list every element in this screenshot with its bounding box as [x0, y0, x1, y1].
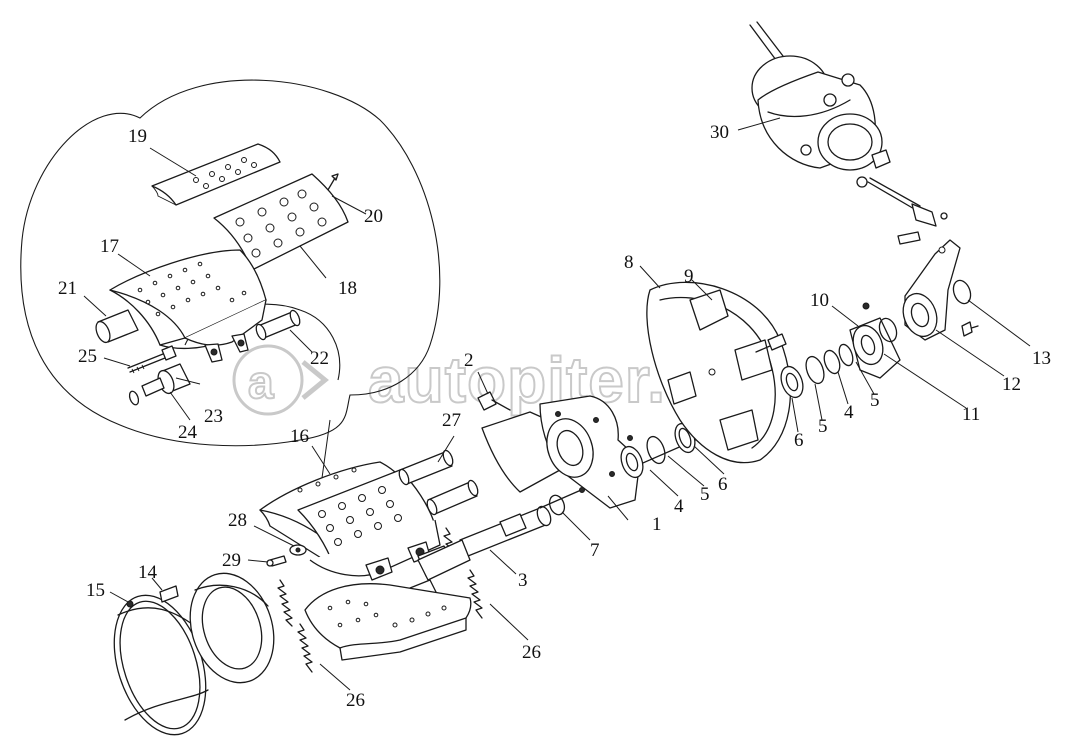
callout-12: 12 — [1002, 374, 1021, 395]
callout-3: 3 — [518, 570, 528, 591]
part-12-adjuster-arm — [902, 239, 979, 341]
pushrod-clevis — [867, 177, 948, 245]
callout-5b: 5 — [818, 416, 828, 437]
callout-18: 18 — [338, 278, 357, 299]
part-22-pin — [255, 309, 301, 341]
part-10-11-slack-adjuster — [849, 302, 901, 379]
callout-11: 11 — [962, 404, 980, 425]
part-7-o-ring — [548, 494, 566, 516]
part-19-lining-strip — [151, 143, 281, 206]
callout-13: 13 — [1032, 348, 1051, 369]
part-25-bolt — [127, 345, 177, 374]
callout-27: 27 — [442, 410, 461, 431]
part-23-roller — [141, 363, 191, 397]
callout-28: 28 — [228, 510, 247, 531]
callout-30: 30 — [710, 122, 729, 143]
part-28-29-fasteners — [266, 544, 307, 567]
callout-17: 17 — [100, 236, 119, 257]
part-21-roller — [95, 309, 139, 344]
right-seals — [755, 333, 854, 399]
callout-16: 16 — [290, 426, 309, 447]
callout-29: 29 — [222, 550, 241, 571]
callout-24: 24 — [178, 422, 198, 443]
callout-4b: 4 — [844, 402, 854, 423]
callout-22: 22 — [310, 348, 329, 369]
part-14-drum — [159, 572, 275, 684]
lower-brake-shoe — [304, 583, 472, 661]
part-24-washer — [128, 390, 140, 406]
callout-9: 9 — [684, 266, 694, 287]
callout-19: 19 — [128, 126, 147, 147]
callout-8: 8 — [624, 252, 634, 273]
part-17-brake-shoe-detail — [109, 249, 267, 363]
callout-10: 10 — [810, 290, 829, 311]
callout-14: 14 — [138, 562, 158, 583]
callout-7: 7 — [590, 540, 600, 561]
callout-26a: 26 — [522, 642, 541, 663]
part-1-bracket — [481, 395, 641, 509]
part-30-brake-chamber — [749, 21, 891, 188]
part-8-9-dust-shield — [646, 281, 792, 464]
callout-5a: 5 — [700, 484, 710, 505]
callout-23: 23 — [204, 406, 223, 427]
callout-21: 21 — [58, 278, 77, 299]
part-13-washer — [952, 279, 972, 305]
callout-25: 25 — [78, 346, 97, 367]
leader-lines — [83, 117, 1031, 691]
callout-6b: 6 — [794, 430, 804, 451]
part-2-bolt — [477, 391, 511, 411]
watermark-logo-letter: a — [248, 356, 275, 408]
callout-15: 15 — [86, 580, 105, 601]
callout-1: 1 — [652, 514, 662, 535]
callout-26b: 26 — [346, 690, 365, 711]
callout-labels: 1 2 3 4 4 5 5 5 6 6 7 8 9 10 11 12 13 14… — [58, 122, 1051, 711]
callout-20: 20 — [364, 206, 383, 227]
callout-6a: 6 — [718, 474, 728, 495]
callout-4a: 4 — [674, 496, 684, 517]
callout-2: 2 — [464, 350, 474, 371]
callout-5c: 5 — [870, 390, 880, 411]
